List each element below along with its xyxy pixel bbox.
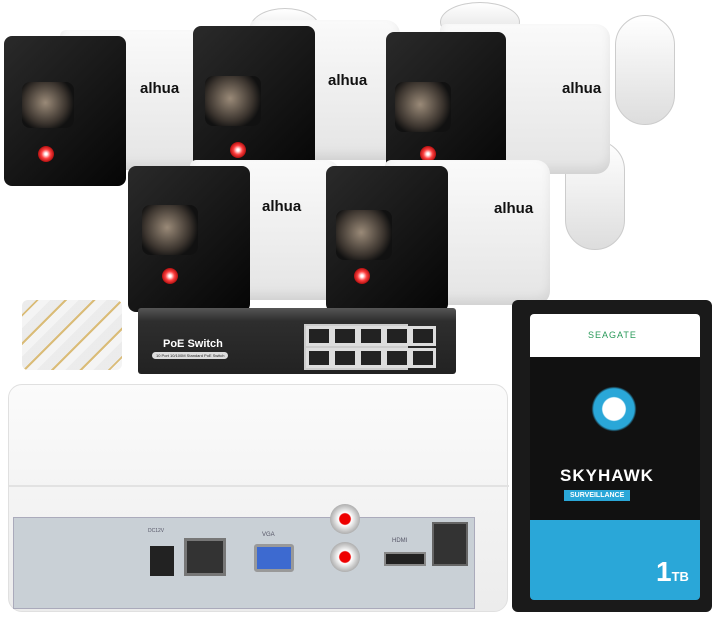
ethernet-port[interactable]	[332, 326, 358, 346]
seagate-hdd: SEAGATE SKYHAWK SURVEILLANCE 1TB	[512, 300, 712, 612]
vga-label: VGA	[262, 532, 275, 538]
lens-icon	[205, 76, 261, 126]
uplink-port[interactable]	[410, 326, 436, 346]
capacity: 1TB	[656, 556, 689, 588]
lens-icon	[395, 82, 451, 132]
camera-brand: alhua	[494, 200, 534, 217]
ethernet-port[interactable]	[358, 326, 384, 346]
usb-ports[interactable]	[432, 522, 468, 566]
power-jack[interactable]	[150, 546, 174, 576]
vga-port[interactable]	[254, 544, 294, 572]
product-line: SURVEILLANCE	[564, 490, 631, 501]
audio-out-port[interactable]	[330, 504, 360, 534]
lens-icon	[142, 205, 198, 255]
lens-icon	[22, 82, 74, 128]
product-name: SKYHAWK	[560, 466, 654, 485]
led-icon	[354, 268, 370, 284]
skyhawk-logo-icon	[570, 374, 650, 444]
led-icon	[38, 146, 54, 162]
capacity-unit: TB	[671, 569, 689, 584]
hdmi-port[interactable]	[384, 552, 426, 566]
switch-subtitle: 10 Port 10/100M Standard PoE Switch	[152, 352, 229, 359]
led-icon	[420, 146, 436, 162]
camera-mount	[615, 15, 675, 125]
lens-icon	[336, 210, 392, 260]
nvr-back-panel: DC12V VGA HDMI	[13, 504, 475, 609]
hdd-label: SEAGATE SKYHAWK SURVEILLANCE 1TB	[530, 314, 700, 600]
nvr-recorder: DC12V VGA HDMI	[8, 384, 509, 612]
ethernet-port[interactable]	[332, 348, 358, 368]
led-icon	[162, 268, 178, 284]
camera-brand: alhua	[562, 80, 602, 97]
uplink-port[interactable]	[410, 348, 436, 368]
seagate-logo: SEAGATE	[588, 330, 637, 340]
hdmi-label: HDMI	[392, 538, 408, 544]
ethernet-port[interactable]	[384, 348, 410, 368]
led-icon	[230, 142, 246, 158]
ethernet-port[interactable]	[306, 348, 332, 368]
ethernet-port[interactable]	[384, 326, 410, 346]
switch-title: PoE Switch	[163, 338, 223, 350]
ethernet-port[interactable]	[358, 348, 384, 368]
camera-brand: alhua	[140, 80, 180, 97]
rj45-connectors	[22, 300, 122, 370]
ethernet-port[interactable]	[306, 326, 332, 346]
power-label: DC12V	[148, 528, 165, 534]
capacity-value: 1	[656, 556, 672, 587]
lan-port[interactable]	[184, 538, 226, 576]
camera-brand: alhua	[328, 72, 368, 89]
poe-switch: PoE Switch 10 Port 10/100M Standard PoE …	[138, 308, 456, 374]
audio-in-port[interactable]	[330, 542, 360, 572]
camera-brand: alhua	[262, 198, 302, 215]
